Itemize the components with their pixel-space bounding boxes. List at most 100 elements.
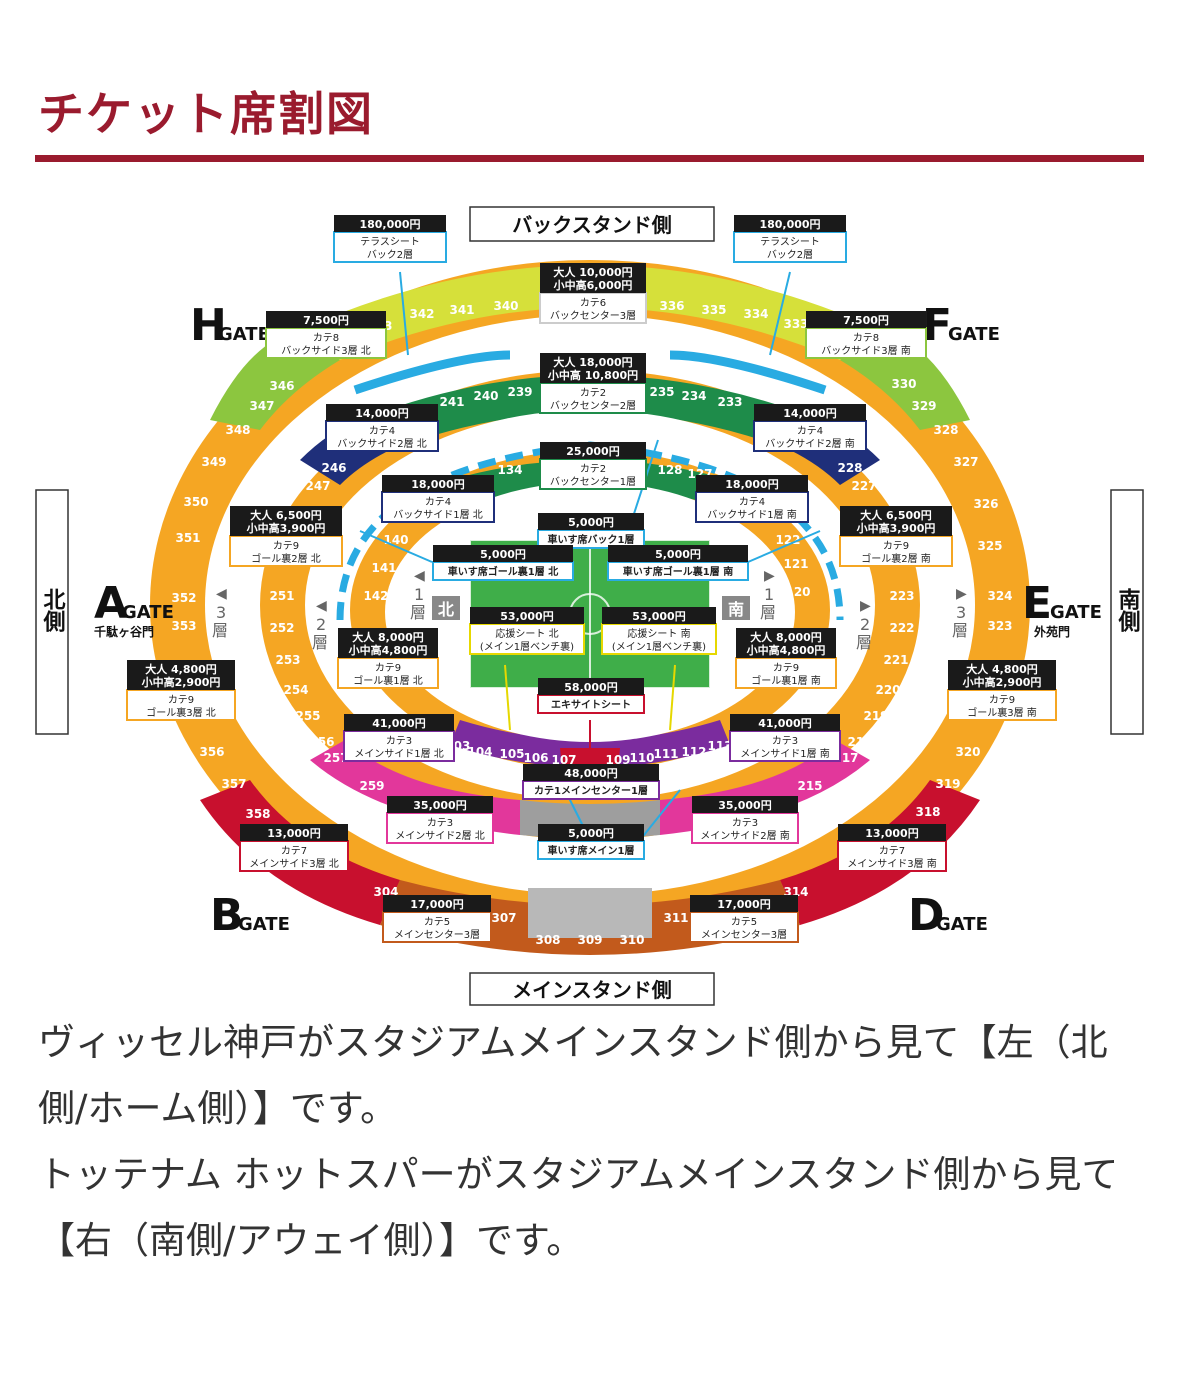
label-line2: バックサイド2層 北	[337, 438, 427, 450]
label-price: 7,500円	[303, 314, 349, 327]
label-price: 5,000円	[568, 827, 614, 840]
section-348: 348	[225, 423, 250, 437]
label-line2: メインサイド1層 南	[740, 747, 830, 760]
ticket-labels: 180,000円テラスシートバック2層180,000円テラスシートバック2層大人…	[126, 215, 1057, 943]
caption-away: トッテナム ホットスパーがスタジアムメインスタンド側から見て【右（南側/アウェイ…	[38, 1153, 1119, 1262]
section-107: 107	[551, 753, 576, 767]
label-line2: メインサイド2層 南	[700, 829, 790, 842]
label-price-child: 小中高2,900円	[141, 675, 221, 689]
label-line1: カテ7	[879, 845, 905, 857]
label-line1: カテ7	[281, 845, 307, 857]
section-239: 239	[507, 385, 532, 399]
main-stand-label: メインスタンド側	[469, 972, 715, 1006]
svg-text:北側: 北側	[40, 588, 67, 632]
label-line2: バックサイド3層 北	[281, 345, 371, 357]
section-104: 104	[467, 745, 492, 759]
label-line2: ゴール裏3層 北	[146, 706, 216, 719]
label-line2: バックセンター1層	[550, 476, 636, 488]
label-line1: カテ1メインセンター1層	[534, 785, 648, 797]
label-line1: カテ5	[731, 916, 757, 928]
label-line2: ゴール裏2層 北	[251, 552, 321, 565]
section-327: 327	[953, 455, 978, 469]
section-141: 141	[371, 561, 396, 575]
terrace-seat-s	[669, 350, 827, 395]
section-253: 253	[275, 653, 300, 667]
section-221: 221	[883, 653, 908, 667]
section-257: 257	[323, 751, 348, 765]
label-price-adult: 大人 8,000円	[352, 630, 424, 644]
label-line2: ゴール裏1層 北	[353, 674, 423, 687]
label-price-adult: 大人 6,500円	[250, 508, 322, 522]
label-line1: カテ9	[773, 662, 799, 674]
svg-text:層: 層	[952, 621, 968, 640]
label-line1: 車いす席バック1層	[548, 533, 635, 546]
section-342: 342	[409, 307, 434, 321]
label-price: 53,000円	[500, 610, 553, 623]
label-price: 180,000円	[759, 218, 820, 231]
label-price: 5,000円	[480, 548, 526, 561]
title-divider	[35, 155, 1144, 162]
section-259: 259	[359, 779, 384, 793]
gate-e-sub: 外苑門	[1034, 624, 1070, 639]
label-price: 25,000円	[566, 445, 619, 458]
svg-text:1: 1	[414, 585, 424, 604]
section-246: 246	[321, 461, 346, 475]
section-112: 112	[681, 745, 706, 759]
section-220: 220	[875, 683, 900, 697]
gate-b-suffix: GATE	[238, 914, 290, 935]
svg-text:2: 2	[316, 615, 326, 634]
gate-d-letter: D	[908, 890, 945, 941]
section-357: 357	[221, 777, 246, 791]
label-line1: 応援シート 南	[627, 627, 690, 640]
section-228: 228	[837, 461, 862, 475]
gates: H GATE F GATE A GATE 千駄ヶ谷門 E GATE 外苑門 B …	[94, 300, 1102, 941]
svg-text:▶: ▶	[764, 568, 775, 584]
field-north-marker	[432, 596, 460, 620]
label-line1: 車いす席ゴール裏1層 南	[623, 565, 733, 578]
label-price-child: 小中高2,900円	[962, 675, 1042, 689]
section-247: 247	[305, 479, 330, 493]
svg-text:3: 3	[956, 603, 966, 622]
label-price: 13,000円	[267, 827, 320, 840]
gate-a-suffix: GATE	[122, 602, 174, 623]
svg-text:層: 層	[312, 633, 328, 652]
label-price: 48,000円	[564, 767, 617, 780]
label-price: 41,000円	[758, 717, 811, 730]
section-105: 105	[499, 747, 524, 761]
label-price-adult: 大人 10,000円	[553, 265, 632, 279]
gate-f-suffix: GATE	[948, 324, 1000, 345]
section-103: 03	[454, 739, 471, 753]
section-140: 140	[383, 533, 408, 547]
svg-text:1: 1	[764, 585, 774, 604]
caption-home: ヴィッセル神戸がスタジアムメインスタンド側から見て【左（北側/ホーム側）】です。	[38, 1021, 1108, 1130]
label-price-adult: 大人 4,800円	[145, 662, 217, 676]
label-price-child: 小中高6,000円	[553, 278, 633, 292]
label-line1: カテ3	[386, 735, 412, 747]
label-line1: カテ9	[273, 540, 299, 552]
label-price: 5,000円	[655, 548, 701, 561]
section-120: 120	[785, 585, 810, 599]
section-227: 227	[851, 479, 876, 493]
svg-text:◀: ◀	[316, 598, 327, 614]
label-line1: カテ9	[883, 540, 909, 552]
label-line2: ゴール裏3層 南	[967, 706, 1037, 719]
section-334: 334	[743, 307, 768, 321]
label-line1: エキサイトシート	[551, 699, 631, 711]
section-222: 222	[889, 621, 914, 635]
label-line2: バックサイド3層 南	[821, 344, 911, 357]
label-line1: カテ5	[424, 916, 450, 928]
section-325: 325	[977, 539, 1002, 553]
svg-text:南側: 南側	[1115, 588, 1142, 632]
label-price-adult: 大人 4,800円	[966, 662, 1038, 676]
section-223: 223	[889, 589, 914, 603]
